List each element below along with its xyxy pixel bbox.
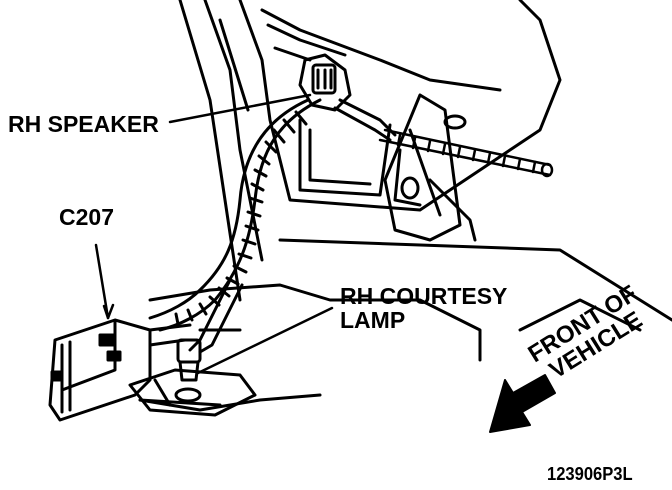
figure-number: 123906P3L xyxy=(547,464,633,484)
mounting-bracket xyxy=(383,93,477,242)
rh-speaker-label: RH SPEAKER xyxy=(8,111,159,137)
speaker-leader xyxy=(168,93,312,124)
main-harness xyxy=(148,98,322,354)
courtesy-leader xyxy=(196,306,334,375)
rh-courtesy-label-line1: RH COURTESY xyxy=(340,283,508,309)
courtesy-lamp xyxy=(128,338,257,417)
c207-arrowhead xyxy=(102,303,115,320)
c207-label: C207 xyxy=(59,204,114,230)
rear-harness xyxy=(378,128,554,178)
rh-courtesy-label-line2: LAMP xyxy=(340,307,406,333)
front-arrow xyxy=(489,374,556,433)
speaker-connector xyxy=(298,53,397,142)
rh-courtesy-lamp-label: RH COURTESY LAMP xyxy=(340,284,507,332)
c207-leader xyxy=(94,243,110,320)
leader-lines xyxy=(94,93,334,375)
